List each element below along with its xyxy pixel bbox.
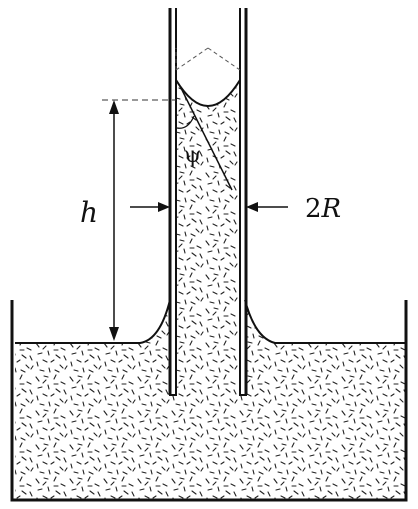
tube-liquid-column [176, 80, 240, 395]
container-surface-right [244, 299, 405, 344]
diameter-label: 2R [305, 194, 341, 224]
contact-angle-label: ψ [184, 143, 201, 168]
height-arrow-top [109, 100, 119, 114]
construction-radius-right [207, 47, 241, 71]
diameter-arrow-left-head [158, 202, 170, 212]
container-outline [10, 300, 408, 502]
container-liquid [15, 300, 405, 500]
meniscus-arc [175, 79, 241, 107]
container-surface [15, 299, 171, 344]
height-arrow-bottom [109, 327, 119, 341]
tangent-line [179, 85, 233, 191]
angle-arc [176, 115, 195, 129]
diameter-arrow-right-head [246, 202, 258, 212]
construction-radius-left [175, 47, 209, 71]
height-label: h [80, 196, 98, 229]
